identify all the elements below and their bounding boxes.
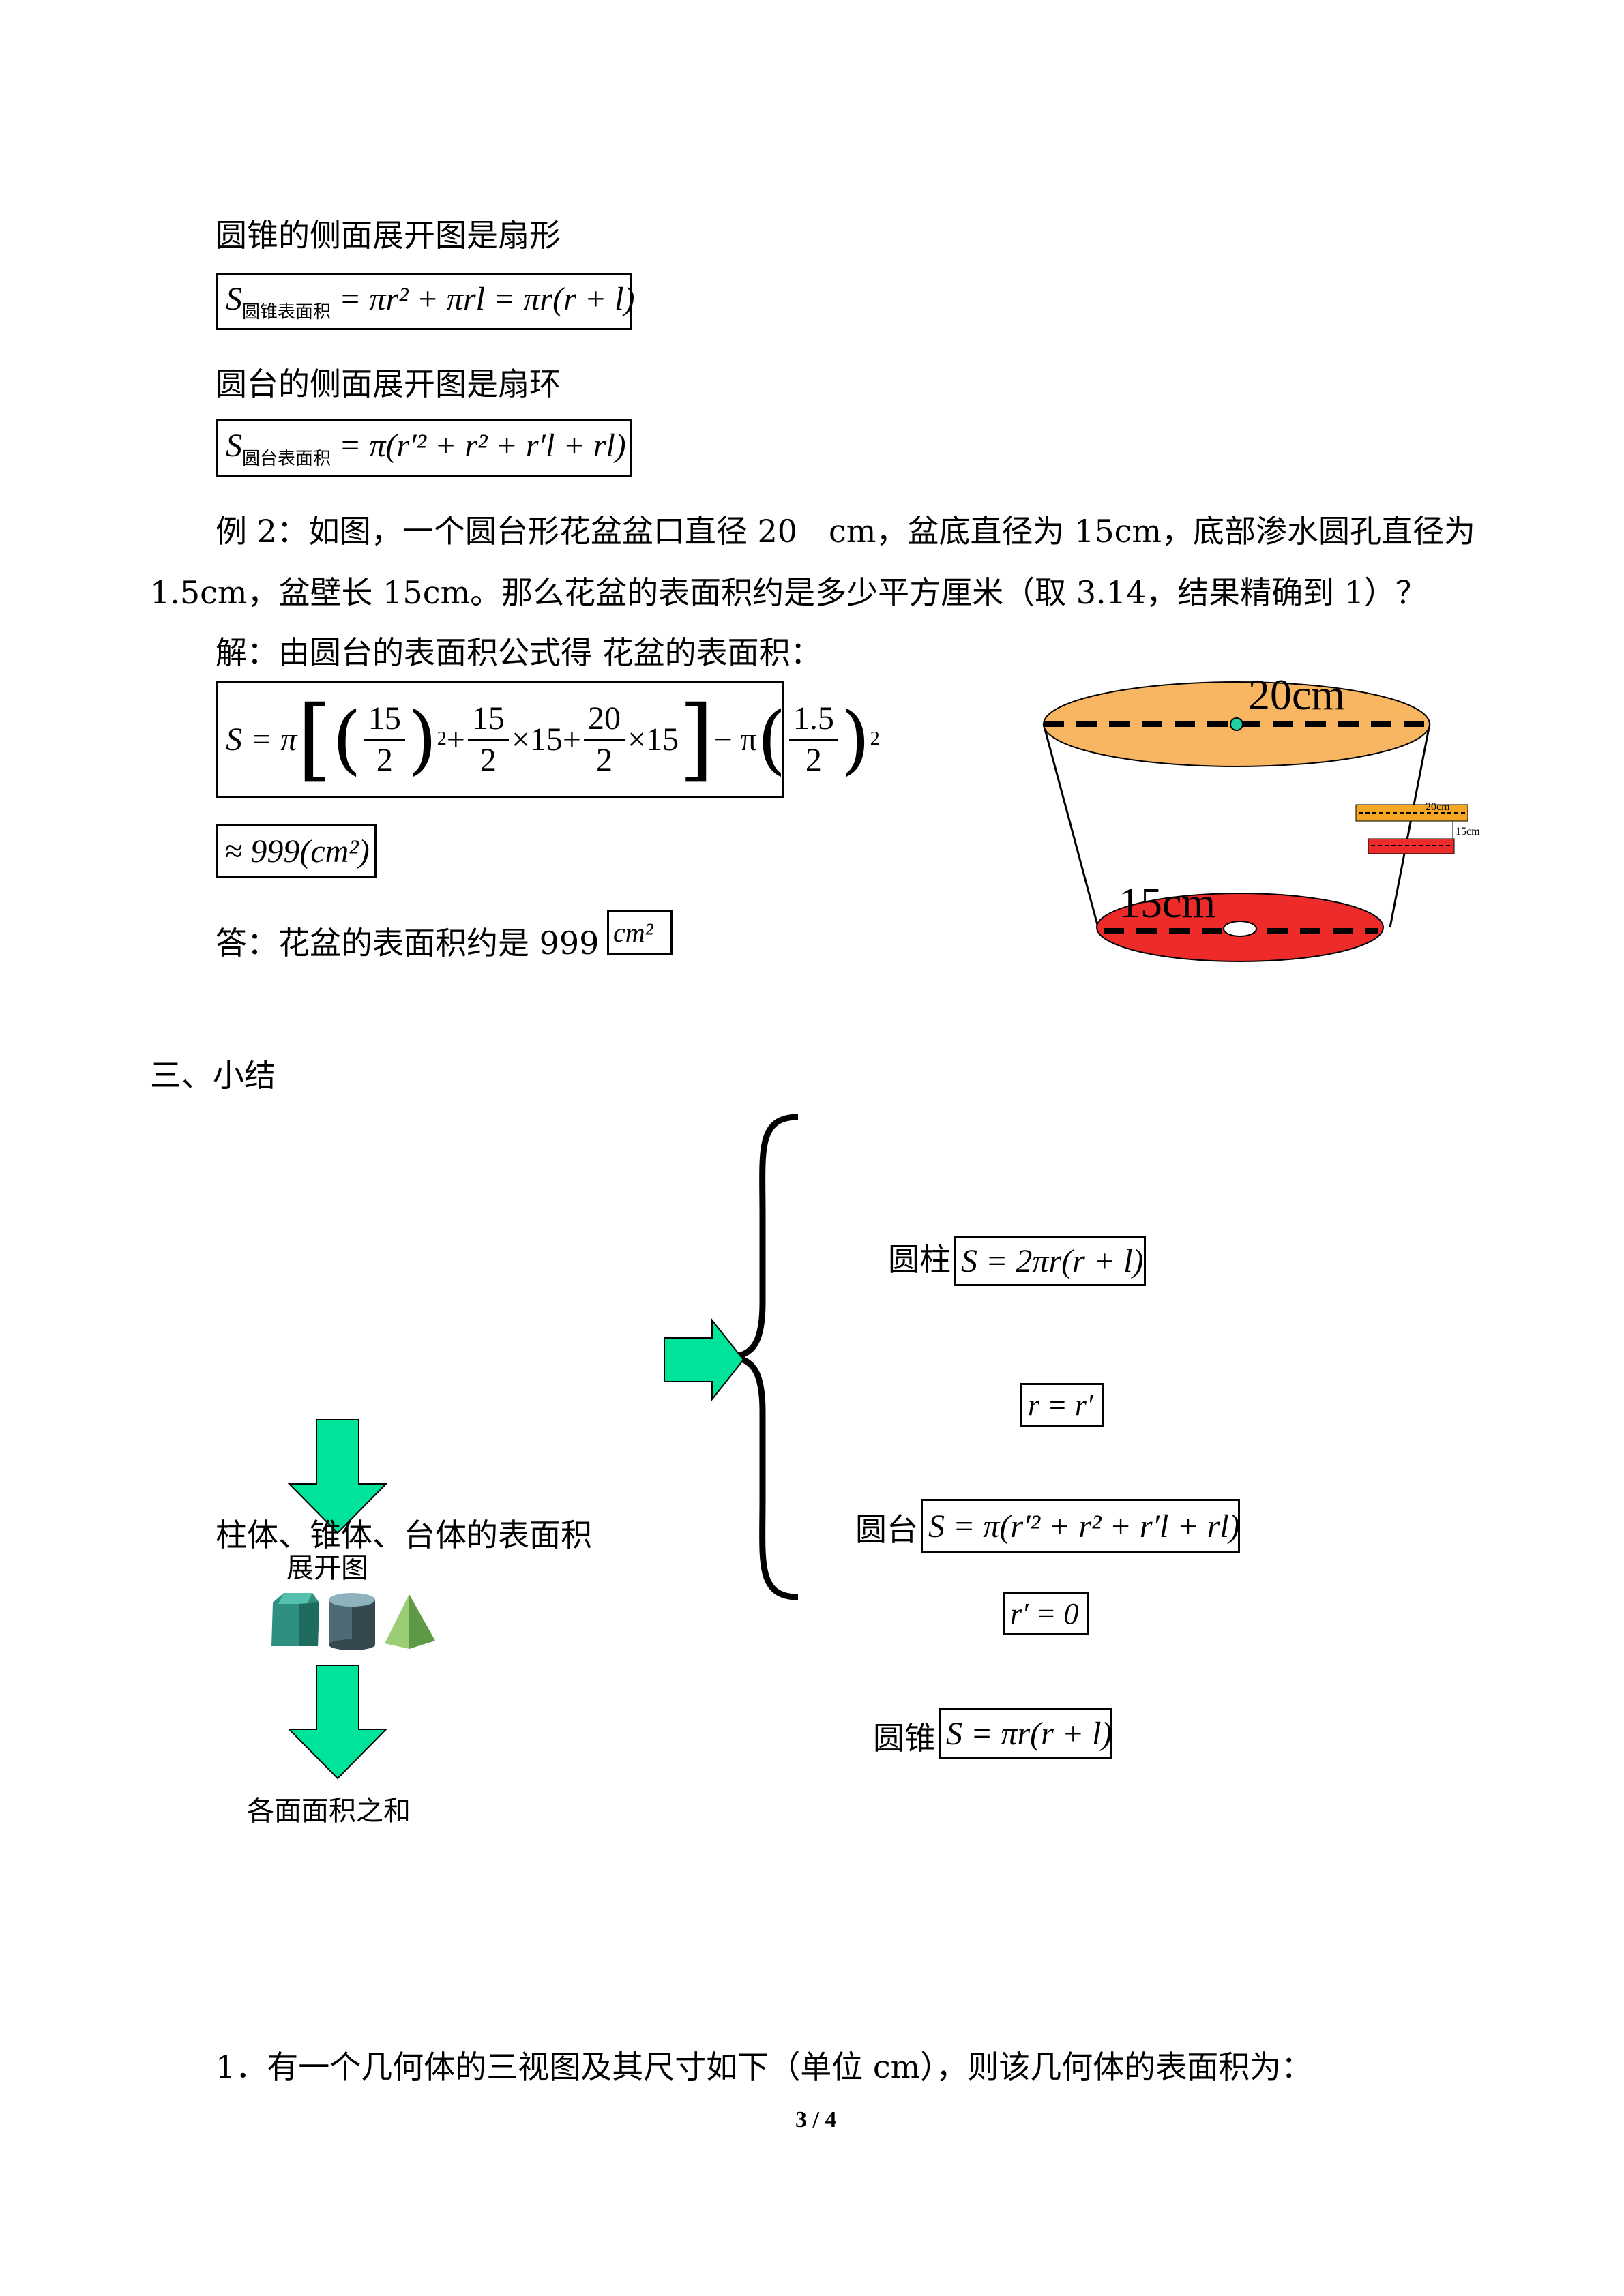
pot-right-wall xyxy=(1389,724,1431,928)
frac1-den: 2 xyxy=(376,741,393,778)
cone-label: 圆锥 xyxy=(873,1720,936,1757)
frustum-label: 圆台 xyxy=(855,1511,918,1548)
top-center-dot xyxy=(1230,717,1243,731)
down-arrow-top-shape xyxy=(287,1419,388,1534)
condition-rprime-zero: r′ = 0 xyxy=(1003,1592,1089,1635)
down-arrow-bottom xyxy=(287,1665,388,1780)
example-line-2: 1.5cm，盆壁长 15cm。那么花盆的表面积约是多少平方厘米（取 3.14，结… xyxy=(150,574,1428,611)
mini-top-label: 20cm xyxy=(1426,801,1450,813)
right-arrow xyxy=(664,1318,745,1401)
cone-formula-rhs: = πr² + πrl = πr(r + l) xyxy=(339,280,635,317)
bracket-close: ] xyxy=(679,687,714,792)
eq-times-15b: ×15 xyxy=(628,721,679,758)
summary-frustum-formula: S = π(r′² + r² + r′l + rl) xyxy=(928,1508,1240,1545)
bracket-open: [ xyxy=(297,687,332,792)
summary-main-label: 柱体、锥体、台体的表面积 xyxy=(216,1517,592,1553)
approx-box: ≈ 999(cm²) xyxy=(216,824,377,878)
frac2-num: 15 xyxy=(467,699,509,741)
eq-plus: + xyxy=(446,721,465,758)
answer-unit: cm² xyxy=(613,916,653,948)
cone-heading: 圆锥的侧面展开图是扇形 xyxy=(216,217,561,254)
question-1: 1．有一个几何体的三视图及其尺寸如下（单位 cm），则该几何体的表面积为： xyxy=(216,2048,1313,2085)
summary-cone-formula: S = πr(r + l) xyxy=(946,1715,1112,1752)
example-line-1: 例 2：如图，一个圆台形花盆盆口直径 20 cm，盆底直径为 15cm，底部渗水… xyxy=(216,513,1475,550)
sq2: 2 xyxy=(870,728,880,749)
paren-close: ) xyxy=(407,696,437,783)
frustum-formula-lhs: S xyxy=(226,427,242,464)
cylinder-formula-box: S = 2πr(r + l) xyxy=(954,1236,1146,1286)
frustum-solid-icon xyxy=(271,1593,319,1646)
frac1-num: 15 xyxy=(364,699,405,741)
summary-heading: 三、小结 xyxy=(150,1057,276,1094)
cylinder-formula: S = 2πr(r + l) xyxy=(961,1242,1144,1279)
eq-start: S = π xyxy=(226,721,297,758)
sum-label: 各面面积之和 xyxy=(247,1795,411,1827)
mini-bottom-bar xyxy=(1368,838,1455,854)
frustum-heading: 圆台的侧面展开图是扇环 xyxy=(216,366,561,402)
frac3-num: 20 xyxy=(584,699,625,741)
drain-hole xyxy=(1223,921,1257,937)
frustum-formula-box: S圆台表面积 = π(r′² + r² + r′l + rl) xyxy=(216,419,632,477)
cylinder-label: 圆柱 xyxy=(888,1241,951,1278)
bottom-label: 15cm xyxy=(1119,878,1215,927)
answer-unit-box: cm² xyxy=(607,910,673,955)
right-arrow-shape xyxy=(664,1318,745,1401)
paren2-close: ) xyxy=(840,696,870,783)
frustum-formula-rhs: = π(r′² + r² + r′l + rl) xyxy=(339,427,626,464)
pyramid-solid-icon xyxy=(385,1594,435,1649)
condition-2: r′ = 0 xyxy=(1010,1596,1079,1630)
down-arrow-top xyxy=(287,1419,388,1534)
frac4-num: 1.5 xyxy=(788,699,838,741)
frustum-formula-sub: 圆台表面积 xyxy=(242,448,331,469)
condition-1: r = r′ xyxy=(1028,1388,1093,1422)
solids-icons xyxy=(271,1593,435,1650)
summary-frustum-formula-box: S = π(r′² + r² + r′l + rl) xyxy=(921,1499,1240,1553)
frac2-den: 2 xyxy=(479,741,497,778)
flower-pot-figure: 20cm 15cm 20cm 15cm xyxy=(1042,670,1480,962)
solution-intro: 解：由圆台的表面积公式得 花盆的表面积： xyxy=(216,634,822,671)
page-number: 3 / 4 xyxy=(795,2107,837,2132)
pot-left-wall xyxy=(1042,724,1099,928)
down-arrow-bottom-shape xyxy=(287,1665,388,1780)
condition-r-equals-rprime: r = r′ xyxy=(1020,1383,1104,1427)
top-label: 20cm xyxy=(1248,670,1345,719)
cone-formula-lhs: S xyxy=(226,280,242,317)
cone-formula-sub: 圆锥表面积 xyxy=(242,301,331,323)
frac3-den: 2 xyxy=(596,741,612,778)
summary-cone-formula-box: S = πr(r + l) xyxy=(939,1708,1112,1759)
cone-formula-box: S圆锥表面积 = πr² + πrl = πr(r + l) xyxy=(216,273,635,330)
unfold-label: 展开图 xyxy=(286,1553,368,1584)
paren-open: ( xyxy=(331,696,361,783)
paren2-open: ( xyxy=(756,696,786,783)
mini-side-label: 15cm xyxy=(1456,826,1480,837)
eq-minus-pi: − π xyxy=(713,721,757,758)
answer-text: 答：花盆的表面积约是 999 xyxy=(216,925,600,961)
cylinder-solid-icon xyxy=(329,1593,375,1650)
eq-times-15a: ×15+ xyxy=(511,721,581,758)
sq1: 2 xyxy=(437,728,447,749)
approx-value: ≈ 999(cm²) xyxy=(224,833,370,869)
frac4-den: 2 xyxy=(805,741,822,778)
